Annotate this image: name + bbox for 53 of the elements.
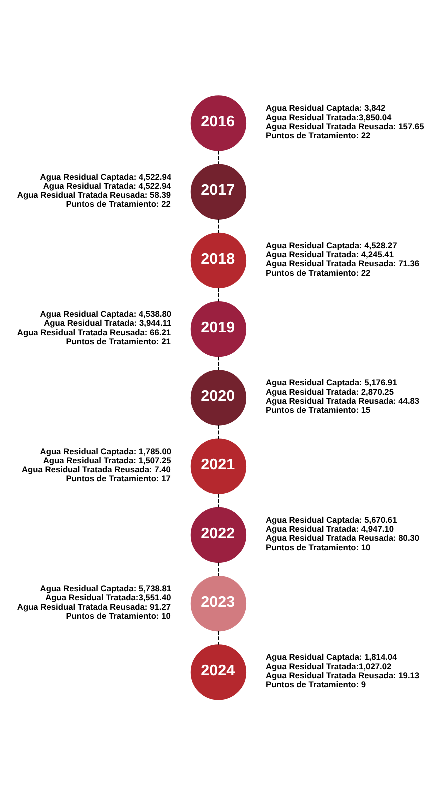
node-label: Agua Residual Tratada Reusada: 157.65: [266, 121, 424, 132]
node-label: Puntos de Tratamiento: 10: [266, 542, 371, 552]
connector: [218, 356, 220, 370]
node-label: Agua Residual Captada: 1,785.00: [40, 446, 172, 456]
node-circle: 2019: [190, 302, 247, 358]
node-label: Agua Residual Tratada:3,551.40: [46, 592, 172, 603]
node-label: Puntos de Tratamiento: 21: [66, 336, 171, 346]
node-label: Agua Residual Tratada Reusada: 66.21: [17, 327, 172, 338]
node-circle: 2017: [190, 164, 247, 220]
node-label: Agua Residual Tratada:1,027.02: [266, 661, 392, 672]
node-label: Agua Residual Tratada Reusada: 91.27: [17, 602, 172, 612]
node-label: Agua Residual Captada: 5,738.81: [40, 584, 172, 594]
node-label: Agua Residual Captada: 5,176.91: [266, 378, 398, 388]
node-label: Agua Residual Tratada:3,850.04: [266, 112, 392, 122]
node-label: Agua Residual Tratada Reusada: 44.83: [266, 396, 420, 406]
node-circle: 2020: [190, 370, 247, 426]
node-label: Agua Residual Tratada: 4,245.41: [266, 250, 394, 260]
node-label: Puntos de Tratamiento: 22: [66, 199, 171, 210]
node-circle: 2022: [190, 507, 247, 564]
node-label: Agua Residual Captada: 4,538.80: [40, 309, 172, 320]
connector: [218, 631, 220, 645]
node-label: Agua Residual Captada: 5,670.61: [266, 514, 398, 525]
node-label: Agua Residual Tratada: 4,522.94: [43, 180, 172, 191]
node-label: Agua Residual Tratada Reusada: 19.13: [266, 670, 420, 680]
node-label: Puntos de Tratamiento: 10: [66, 610, 171, 621]
node-label: Agua Residual Tratada: 1,507.25: [43, 455, 172, 466]
connector: [218, 220, 220, 234]
node-label: Agua Residual Tratada Reusada: 58.39: [17, 190, 172, 200]
node-label: Agua Residual Captada: 3,842: [266, 103, 386, 114]
node-label: Puntos de Tratamiento: 15: [266, 405, 371, 416]
node-circle: 2023: [190, 576, 247, 632]
node-label: Agua Residual Tratada Reusada: 7.40: [22, 464, 171, 475]
node-circle: 2021: [190, 438, 247, 494]
node-circle: 2016: [190, 96, 247, 152]
connector: [218, 425, 220, 440]
connector: [218, 494, 220, 508]
node-label: Agua Residual Tratada: 4,947.10: [266, 524, 394, 534]
connector: [218, 150, 220, 165]
node-circle: 2018: [190, 232, 247, 289]
node-label: Puntos de Tratamiento: 22: [266, 130, 371, 141]
node-label: Agua Residual Captada: 4,522.94: [40, 172, 172, 182]
node-label: Agua Residual Tratada: 3,944.11: [44, 318, 172, 328]
connector: [218, 562, 220, 576]
node-label: Agua Residual Tratada Reusada: 71.36: [266, 258, 420, 269]
node-label: Puntos de Tratamiento: 9: [266, 680, 366, 690]
node-label: Agua Residual Captada: 4,528.27: [266, 240, 398, 250]
node-label: Puntos de Tratamiento: 22: [266, 268, 371, 278]
node-label: Agua Residual Captada: 1,814.04: [266, 652, 398, 662]
node-label: Agua Residual Tratada Reusada: 80.30: [266, 533, 420, 544]
node-label: Puntos de Tratamiento: 17: [66, 474, 171, 484]
connector: [218, 288, 220, 302]
node-circle: 2024: [190, 644, 247, 700]
node-label: Agua Residual Tratada: 2,870.25: [266, 386, 394, 397]
